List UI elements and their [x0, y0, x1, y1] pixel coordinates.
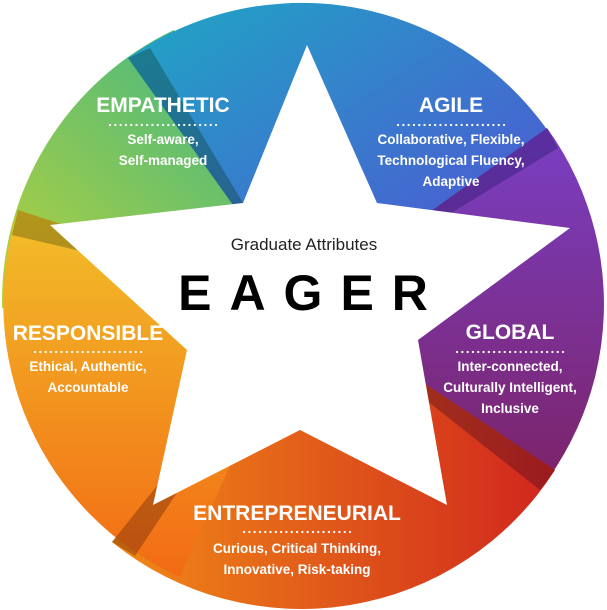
center-subtitle: Graduate Attributes [231, 235, 377, 254]
segment-desc-line: Inclusive [481, 401, 539, 416]
label-responsible: RESPONSIBLE Ethical, Authentic, Accounta… [13, 322, 164, 395]
segment-title: GLOBAL [466, 321, 555, 344]
label-entrepreneurial: ENTREPRENEURIAL Curious, Critical Thinki… [193, 502, 401, 577]
segment-desc-line: Self-aware, [127, 132, 198, 147]
segment-desc-line: Self-managed [119, 153, 208, 168]
segment-desc-line: Culturally Intelligent, [443, 380, 577, 395]
label-global: GLOBAL Inter-connected, Culturally Intel… [443, 321, 577, 416]
segment-desc-line: Curious, Critical Thinking, [213, 541, 381, 556]
label-agile: AGILE Collaborative, Flexible, Technolog… [377, 94, 524, 189]
segment-title: RESPONSIBLE [13, 322, 164, 345]
segment-desc-line: Collaborative, Flexible, [377, 132, 524, 147]
segment-title: EMPATHETIC [96, 94, 229, 117]
segment-title: AGILE [419, 94, 483, 117]
center-title: EAGER [178, 265, 446, 321]
segment-desc-line: Technological Fluency, [377, 153, 524, 168]
segment-entrepreneurial [112, 303, 555, 609]
segment-desc-line: Ethical, Authentic, [29, 359, 146, 374]
label-empathetic: EMPATHETIC Self-aware, Self-managed [96, 94, 229, 168]
center-star [50, 45, 570, 505]
segment-desc-line: Adaptive [422, 174, 480, 189]
segment-desc-line: Inter-connected, [457, 359, 562, 374]
segment-desc-line: Innovative, Risk-taking [223, 562, 370, 577]
segment-title: ENTREPRENEURIAL [193, 502, 401, 525]
segment-desc-line: Accountable [47, 380, 129, 395]
